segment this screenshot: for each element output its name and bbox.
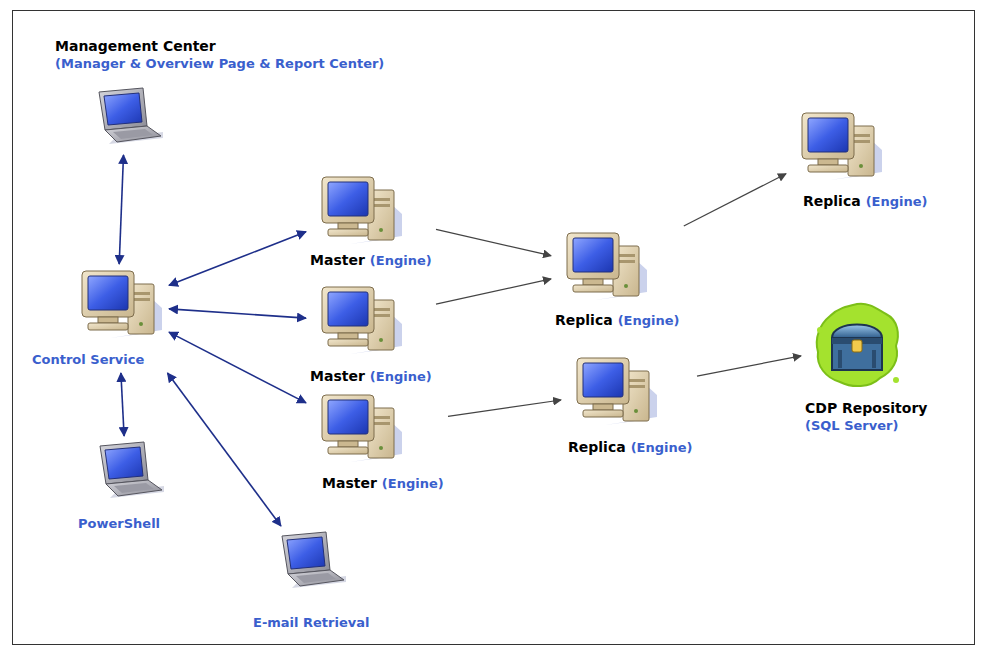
laptop-icon <box>268 530 348 595</box>
node-icon <box>310 174 405 249</box>
node-label: Replica (Engine) <box>803 191 928 211</box>
node-label: E-mail Retrieval <box>253 612 369 632</box>
replication-arrow <box>448 400 561 416</box>
computer-node: Master (Engine) <box>310 284 432 386</box>
computer-node: PowerShell <box>78 440 166 533</box>
node-label: CDP Repository(SQL Server) <box>805 399 927 435</box>
node-title: Master <box>310 367 365 385</box>
node-icon <box>70 268 165 343</box>
repository-chest-icon <box>812 300 902 390</box>
node-label: Master (Engine) <box>322 473 444 493</box>
desktop-computer-icon <box>310 284 405 359</box>
computer-node: Management Center(Manager & Overview Pag… <box>55 37 385 151</box>
node-subtitle: (Engine) <box>382 475 444 493</box>
replication-arrow <box>684 174 786 226</box>
node-subtitle: (Engine) <box>631 439 693 457</box>
laptop-icon <box>85 86 165 151</box>
node-label: Master (Engine) <box>310 366 432 386</box>
node-icon <box>85 86 165 151</box>
computer-node: Replica (Engine) <box>790 110 928 211</box>
node-title: Master <box>310 251 365 269</box>
node-subtitle: (Engine) <box>370 368 432 386</box>
node-title: Replica <box>803 192 861 210</box>
computer-node: Replica (Engine) <box>565 355 693 457</box>
desktop-computer-icon <box>70 268 165 343</box>
node-label: Replica (Engine) <box>555 310 680 330</box>
node-subtitle: (Manager & Overview Page & Report Center… <box>55 55 384 73</box>
control-connector <box>121 373 124 436</box>
desktop-computer-icon <box>565 355 660 430</box>
node-icon <box>565 355 660 430</box>
repository-node: CDP Repository(SQL Server) <box>805 300 928 435</box>
computer-node: Replica (Engine) <box>555 230 680 330</box>
desktop-computer-icon <box>555 230 650 305</box>
control-connector <box>169 232 306 286</box>
control-connector <box>119 155 123 264</box>
desktop-computer-icon <box>790 110 885 185</box>
node-subtitle: (SQL Server) <box>805 417 927 435</box>
desktop-computer-icon <box>310 174 405 249</box>
node-title: Replica <box>555 311 613 329</box>
node-label: Management Center(Manager & Overview Pag… <box>55 37 384 73</box>
desktop-computer-icon <box>310 392 405 467</box>
node-title: CDP Repository <box>805 399 927 417</box>
node-icon <box>310 284 405 359</box>
node-title: Management Center <box>55 37 384 55</box>
replication-arrow <box>436 229 551 255</box>
node-icon <box>812 300 902 390</box>
node-label: Master (Engine) <box>310 250 432 270</box>
node-label: PowerShell <box>78 513 160 533</box>
node-subtitle: (Engine) <box>618 312 680 330</box>
node-label: Control Service <box>32 349 144 369</box>
node-icon <box>555 230 650 305</box>
node-title: Replica <box>568 438 626 456</box>
node-title: PowerShell <box>78 515 160 533</box>
computer-node: E-mail Retrieval <box>253 530 370 632</box>
laptop-icon <box>86 440 166 505</box>
node-subtitle: (Engine) <box>866 193 928 211</box>
node-subtitle: (Engine) <box>370 252 432 270</box>
node-title: E-mail Retrieval <box>253 614 369 632</box>
computer-node: Control Service <box>32 268 165 369</box>
node-icon <box>310 392 405 467</box>
node-label: Replica (Engine) <box>568 437 693 457</box>
node-title: Control Service <box>32 351 144 369</box>
control-connector <box>168 373 281 526</box>
control-connector <box>169 332 306 403</box>
node-icon <box>86 440 166 505</box>
border-frame <box>13 11 975 645</box>
computer-node: Master (Engine) <box>310 174 432 270</box>
control-connector <box>169 309 306 318</box>
node-title: Master <box>322 474 377 492</box>
node-icon <box>268 530 348 595</box>
computer-node: Master (Engine) <box>310 392 444 493</box>
replication-arrow <box>697 356 801 376</box>
node-icon <box>790 110 885 185</box>
replication-arrow <box>436 279 551 304</box>
